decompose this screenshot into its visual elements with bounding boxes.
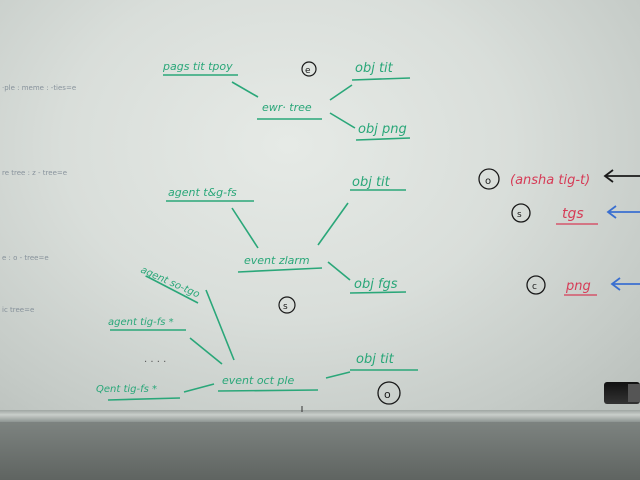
left-note: ic tree=e xyxy=(2,306,34,314)
diagram-a-lines xyxy=(163,74,411,141)
diagram-c-lines xyxy=(107,275,418,401)
diagram-c-parent: agent so-tgo xyxy=(139,265,201,301)
diagram-a-child: obj tit xyxy=(355,61,394,76)
diagram-a-circle-label: e xyxy=(305,66,311,76)
diagram-c-parent: Qent tig-fs * xyxy=(96,384,157,395)
left-note: ·ple : meme : -ties=e xyxy=(2,84,76,92)
left-note: re tree : z - tree=e xyxy=(2,169,67,177)
diagram-b-parent: agent t&g-fs xyxy=(168,186,237,199)
legend-circle-label: c xyxy=(532,282,537,292)
legend-circle-label: o xyxy=(485,176,491,187)
diagram-a-root: ewr· tree xyxy=(262,101,312,114)
legend-row-1: o (ansha tig-t) xyxy=(478,168,640,190)
diagram-a-parent: pags tit tpoy xyxy=(162,60,233,73)
diagram-c-circle-label: o xyxy=(384,388,391,401)
legend-row-3: c png xyxy=(526,275,640,296)
legend-label: png xyxy=(565,279,591,294)
legend-row-2: s tgs xyxy=(511,203,640,225)
diagram-c-dots: . . . . xyxy=(144,354,166,365)
diagram-c-root: event oct ple xyxy=(222,374,294,387)
wall xyxy=(0,422,640,480)
legend-label: tgs xyxy=(562,206,584,222)
marker-tray xyxy=(0,410,640,422)
whiteboard xyxy=(0,0,640,414)
diagram-b-child: obj fgs xyxy=(354,277,398,292)
legend-label: (ansha tig-t) xyxy=(510,173,590,188)
diagram-b-lines xyxy=(166,189,407,294)
diagram-b-child: obj tit xyxy=(352,175,391,190)
diagram-b-circle-label: s xyxy=(283,302,288,312)
diagram-c-child: obj tit xyxy=(356,352,395,367)
diagram-c-parent: agent tig-fs * xyxy=(108,317,174,328)
legend-circle-label: s xyxy=(517,210,522,220)
diagram-a-child: obj png xyxy=(358,122,407,137)
marker-cap xyxy=(628,384,640,402)
left-note: e : o - tree=e xyxy=(2,254,49,262)
diagram-b-root: event zlarm xyxy=(244,254,310,267)
